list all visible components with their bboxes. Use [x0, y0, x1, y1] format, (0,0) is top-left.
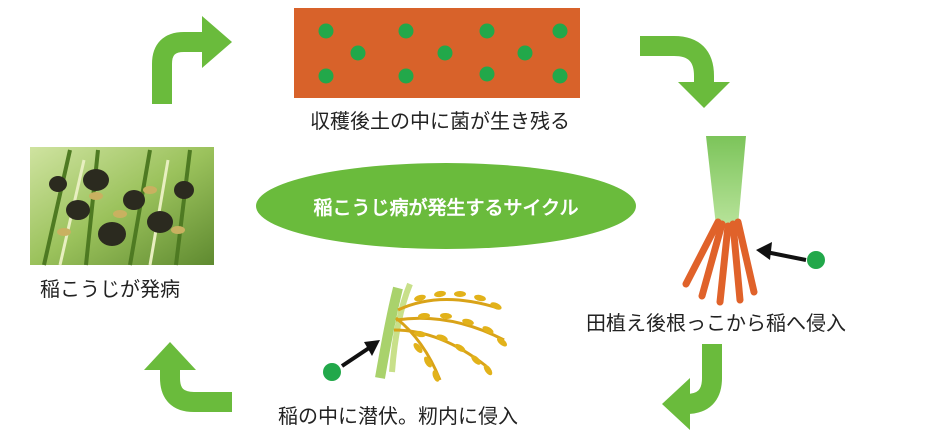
smut-balls	[49, 169, 194, 246]
diseased-rice-photo	[30, 147, 214, 266]
cycle-arrow-down-left	[662, 344, 722, 430]
invasion-arrow-panicle	[340, 340, 380, 368]
label-latent: 稲の中に潜伏。籾内に侵入	[278, 404, 518, 428]
rice-panicle	[323, 282, 507, 382]
cycle-arrow-left-up	[144, 342, 232, 412]
spore-panicle	[323, 363, 341, 381]
rice-grains	[413, 290, 507, 382]
label-roots: 田植え後根っこから稲へ侵入	[586, 311, 846, 335]
spore-roots	[807, 251, 825, 269]
invasion-arrow-roots	[756, 242, 807, 262]
label-soil: 収穫後土の中に菌が生き残る	[310, 109, 570, 133]
cycle-title: 稲こうじ病が発生するサイクル	[313, 196, 579, 219]
cycle-arrow-up-right	[152, 16, 232, 104]
seedling-roots	[682, 136, 825, 306]
cycle-arrow-right-down	[640, 36, 730, 108]
fungal-spores	[318, 23, 568, 84]
soil-with-spores	[294, 8, 580, 98]
label-disease: 稲こうじが発病	[40, 277, 180, 301]
roots	[682, 218, 758, 306]
cycle-title-oval: 稲こうじ病が発生するサイクル	[256, 163, 636, 249]
